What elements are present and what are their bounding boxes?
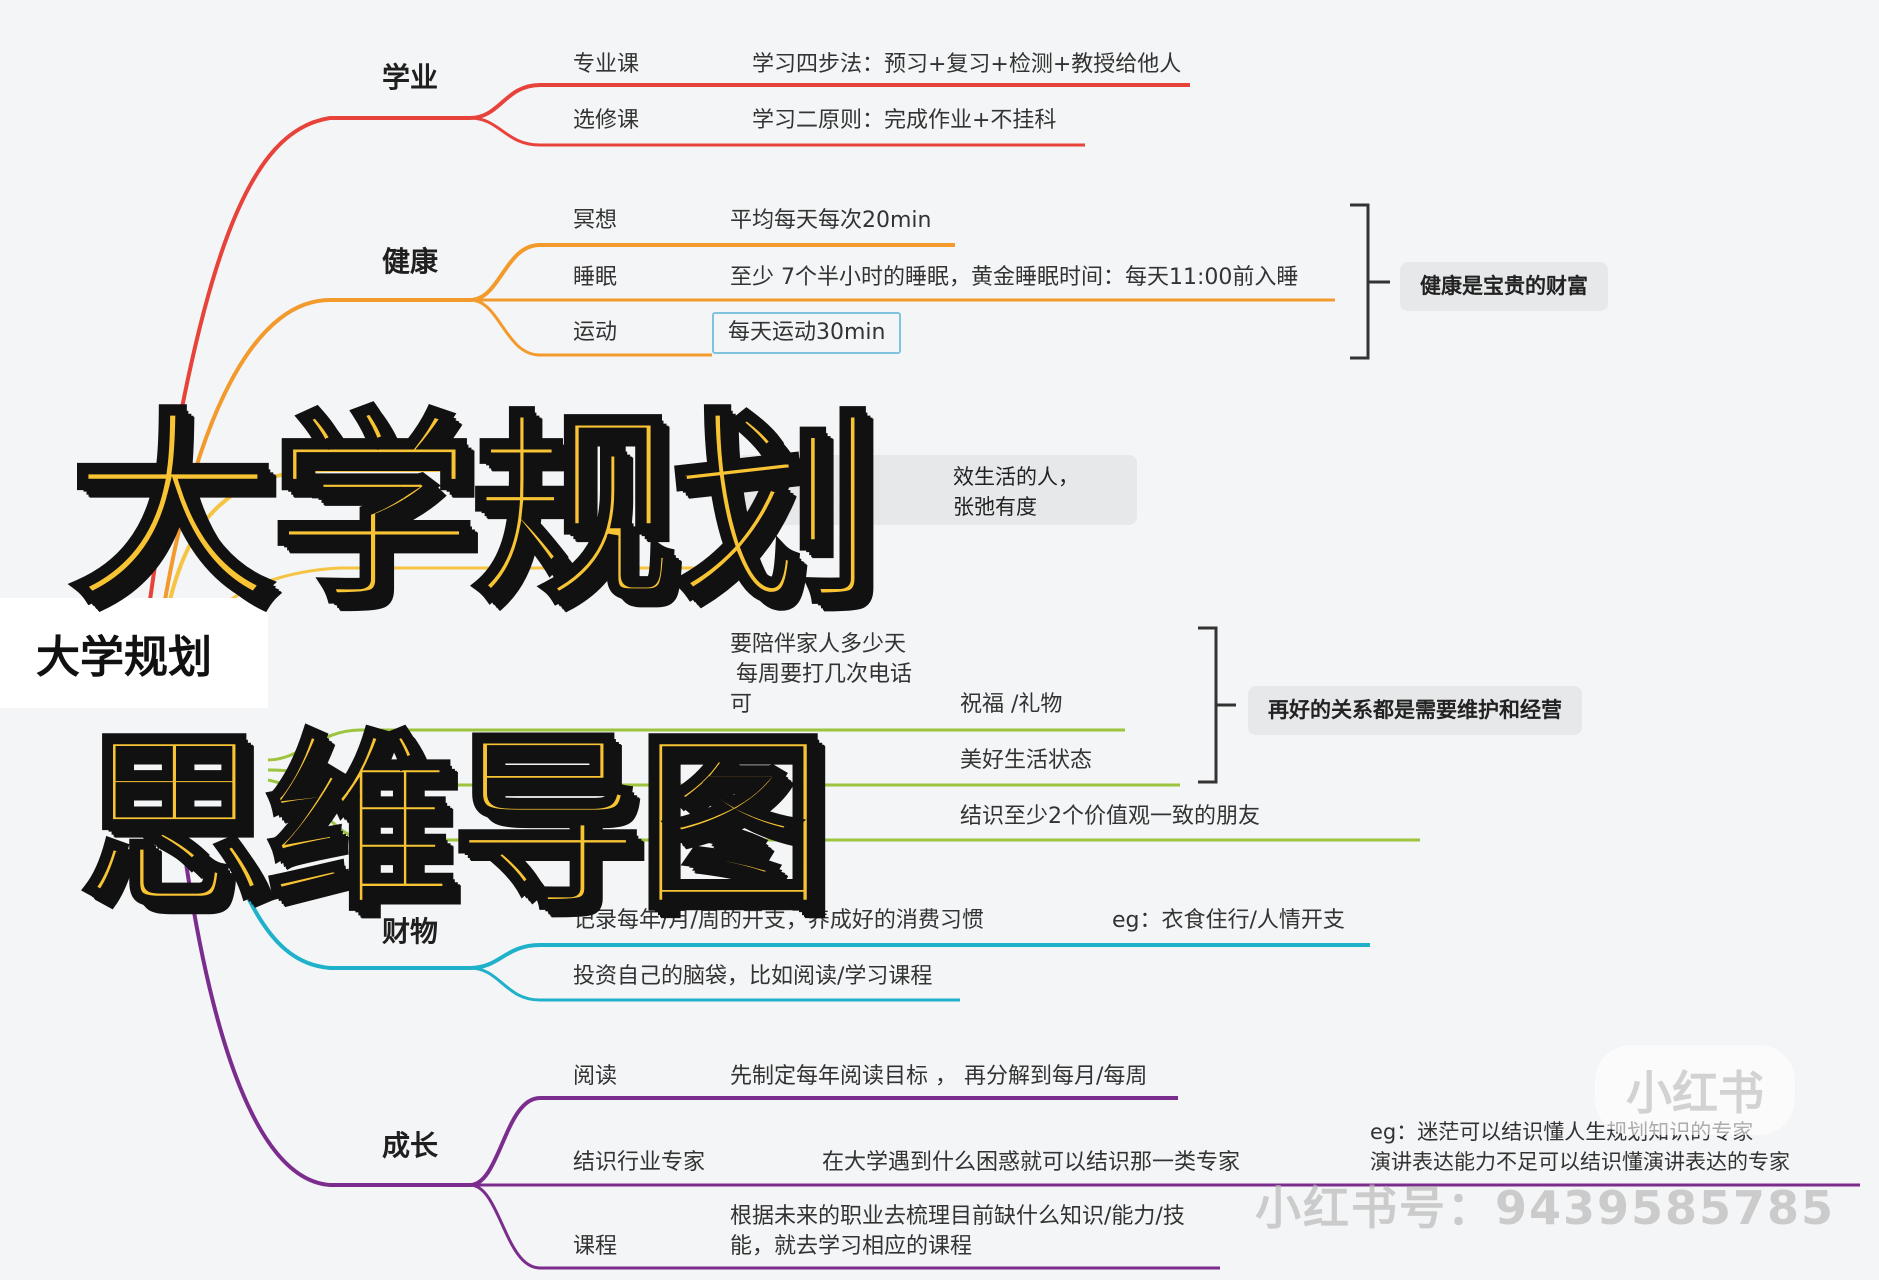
detail-experts-example2[interactable]: 演讲表达能力不足可以结识懂演讲表达的专家 (1370, 1150, 1790, 1174)
node-meet-experts[interactable]: 结识行业专家 (573, 1150, 706, 1175)
root-node[interactable]: 大学规划 (0, 598, 268, 708)
detail-courses-line1[interactable]: 根据未来的职业去梳理目前缺什么知识/能力/技 (730, 1204, 1185, 1229)
branch-finance[interactable]: 财物 (382, 915, 439, 948)
branch-line-growth (178, 819, 1178, 1187)
watermark-id: 小红书号：9439585785 (1255, 1181, 1836, 1235)
node-exercise[interactable]: 运动 (573, 320, 618, 345)
detail-meet-experts[interactable]: 在大学遇到什么困惑就可以结识那一类专家 (822, 1150, 1241, 1175)
branch-academics[interactable]: 学业 (382, 61, 439, 94)
branch-line-life (168, 468, 470, 601)
node-meditation[interactable]: 冥想 (573, 208, 618, 233)
node-track-spending[interactable]: 记录每年/月/周的开支，养成好的消费习惯 (573, 908, 984, 933)
detail-meditation[interactable]: 平均每天每次20min (730, 208, 932, 233)
detail-major-course[interactable]: 学习四步法：预习+复习+检测+教授给他人 (752, 52, 1182, 77)
detail-relations-partial[interactable]: 可 (730, 692, 753, 717)
branch-growth[interactable]: 成长 (382, 1129, 439, 1162)
detail-exercise[interactable]: 每天运动30min (712, 312, 902, 354)
detail-make-friends[interactable]: 结识至少2个价值观一致的朋友 (960, 804, 1260, 829)
detail-reading[interactable]: 先制定每年阅读目标 ， 再分解到每月/每周 (730, 1064, 1148, 1089)
branch-line-health (163, 243, 955, 601)
node-major-course[interactable]: 专业课 (573, 52, 640, 77)
life-note[interactable]: 做 效生活的人， 张弛有度 (735, 455, 1137, 525)
detail-courses-line2[interactable]: 能，就去学习相应的课程 (730, 1234, 973, 1259)
detail-good-life-state[interactable]: 美好生活状态 (960, 748, 1093, 773)
root-label: 大学规划 (36, 632, 212, 683)
detail-elective-course[interactable]: 学习二原则：完成作业+不挂科 (752, 108, 1057, 133)
branch-health[interactable]: 健康 (382, 245, 439, 278)
overlay-title-line1: 大学规划 (68, 391, 881, 634)
relations-summary[interactable]: 再好的关系都是需要维护和经营 (1248, 686, 1582, 735)
branch-line-relations (267, 728, 1125, 762)
detail-phone-calls[interactable]: 每周要打几次电话 (736, 662, 913, 687)
detail-track-spending[interactable]: eg：衣食住行/人情开支 (1112, 908, 1345, 933)
node-sleep[interactable]: 睡眠 (573, 265, 618, 290)
detail-blessings-gifts[interactable]: 祝福 /礼物 (960, 692, 1063, 717)
branch-line-finance (238, 879, 1370, 970)
overlay-title-line2: 思维导图 (77, 712, 830, 938)
watermark-logo: 小红书 (1595, 1045, 1795, 1135)
health-summary[interactable]: 健康是宝贵的财富 (1400, 262, 1608, 311)
life-note-line2: 张弛有度 (953, 495, 1037, 519)
detail-sleep[interactable]: 至少 7个半小时的睡眠，黄金睡眠时间：每天11:00前入睡 (730, 265, 1299, 290)
node-reading[interactable]: 阅读 (573, 1064, 618, 1089)
node-elective-course[interactable]: 选修课 (573, 108, 640, 133)
branch-line-academics (148, 83, 1190, 601)
detail-family-days[interactable]: 要陪伴家人多少天 (730, 632, 907, 657)
node-invest-self[interactable]: 投资自己的脑袋，比如阅读/学习课程 (573, 964, 933, 989)
life-note-prefix: 做 (749, 465, 770, 489)
node-courses[interactable]: 课程 (573, 1234, 618, 1259)
life-note-line1: 效生活的人， (953, 465, 1079, 489)
